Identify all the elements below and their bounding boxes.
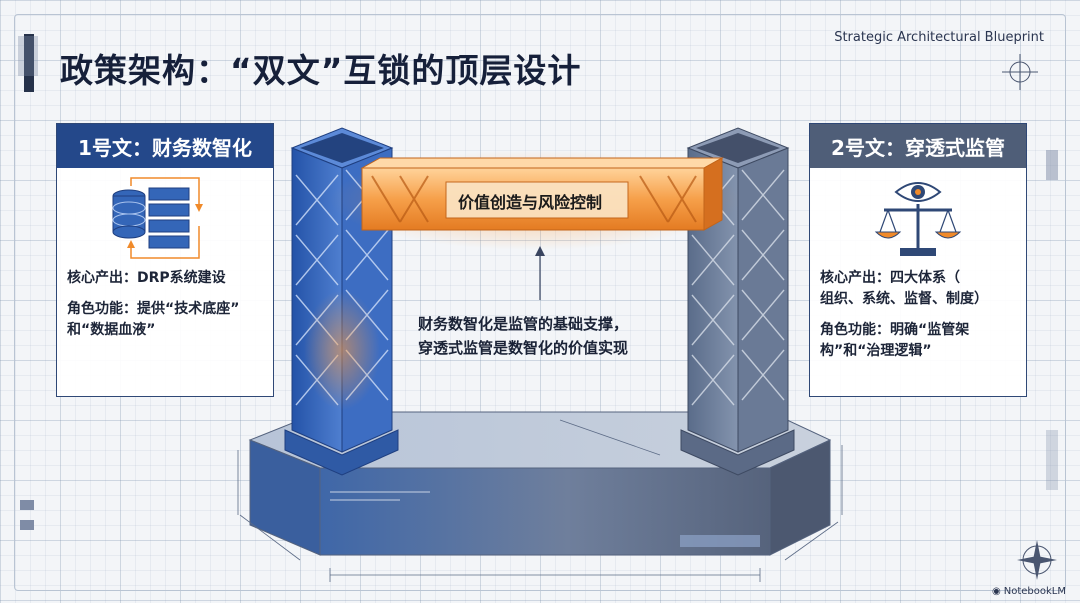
- page-title: 政策架构：“双文”互锁的顶层设计: [60, 51, 582, 90]
- right-core-output-line1: 核心产出：四大体系（: [820, 270, 960, 286]
- left-core-output: 核心产出：DRP系统建设: [67, 270, 226, 286]
- notebooklm-label: NotebookLM: [1003, 586, 1066, 597]
- notebooklm-brand: ◉ NotebookLM: [992, 586, 1066, 597]
- eye-scales-icon: [810, 168, 1026, 268]
- database-server-icon: [57, 168, 273, 268]
- right-role-line2: 构”和“治理逻辑”: [820, 343, 932, 359]
- compass-icon: [1002, 54, 1038, 90]
- center-line1: 财务数智化是监管的基础支撑，: [418, 315, 629, 333]
- right-panel: 2号文：穿透式监管 核心产出：四大体系（ 组织、系统、监督、制度） 角色功能：明确…: [809, 123, 1027, 397]
- dimension-lines: [237, 419, 843, 582]
- right-panel-title: 2号文：穿透式监管: [810, 124, 1026, 168]
- right-role-line1: 角色功能：明确“监管架: [820, 322, 970, 338]
- notebooklm-icon: ◉: [992, 586, 1001, 597]
- base-platform: [248, 411, 832, 556]
- compass-rose-icon: [1017, 540, 1057, 580]
- beam-label: 价值创造与风险控制: [458, 193, 603, 212]
- title-accent-bar: [24, 34, 34, 92]
- bridge-beam: [330, 150, 740, 250]
- center-line2: 穿透式监管是数智化的价值实现: [418, 339, 629, 357]
- side-marks: [18, 36, 1058, 530]
- support-arrow: [535, 246, 545, 300]
- page-frame: [14, 14, 1066, 591]
- left-panel: 1号文：财务数智化 核心产出：DRP系统建设 角色功能：提供“技术底座” 和“数据…: [56, 123, 274, 397]
- right-core-output-line2: 组织、系统、监督、制度）: [820, 291, 988, 307]
- left-role-line1: 角色功能：提供“技术底座”: [67, 301, 240, 317]
- left-role-line2: 和“数据血液”: [67, 322, 156, 338]
- left-panel-title: 1号文：财务数智化: [57, 124, 273, 168]
- blueprint-label: Strategic Architectural Blueprint: [834, 30, 1044, 45]
- center-description: 财务数智化是监管的基础支撑， 穿透式监管是数智化的价值实现: [418, 312, 628, 360]
